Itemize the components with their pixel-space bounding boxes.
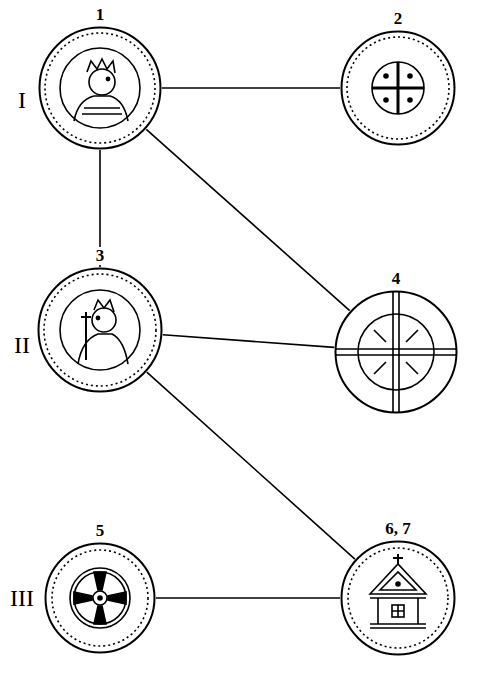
- connector-line: [163, 335, 334, 348]
- pediment: [370, 564, 426, 594]
- inner-ring: [372, 62, 424, 114]
- pellet: [98, 596, 102, 600]
- pellet: [384, 74, 388, 78]
- coin-long-cross: [336, 292, 456, 412]
- coin-rim: [336, 292, 457, 413]
- pellet: [396, 582, 400, 586]
- coin-rim: [342, 32, 455, 145]
- inner-ring: [60, 48, 140, 128]
- columns: [378, 598, 418, 624]
- bead-ring: [347, 37, 449, 139]
- coin-node: 2: [340, 30, 456, 146]
- coin-rim: [40, 28, 161, 149]
- pellet: [408, 74, 412, 78]
- callout-number: 3: [93, 247, 108, 265]
- coin-outline: [44, 542, 156, 654]
- central-panel: [392, 605, 404, 617]
- row-numeral: I: [18, 87, 26, 113]
- coin-outline: [340, 30, 456, 146]
- coin-temple: [348, 548, 448, 648]
- bead-ring: [52, 550, 148, 646]
- row-numeral: II: [14, 332, 30, 358]
- eye: [106, 77, 109, 80]
- quarter-marks: [374, 330, 418, 374]
- callout-number: 6, 7: [382, 520, 414, 538]
- row-numeral: III: [10, 585, 34, 611]
- temple-base: [370, 598, 426, 628]
- coin-rim: [46, 544, 155, 653]
- crown: [87, 59, 115, 73]
- inner-ring: [74, 572, 126, 624]
- connector-line: [162, 87, 340, 89]
- long-cross: [336, 292, 456, 412]
- temple-cross: [393, 554, 403, 564]
- crown: [94, 300, 114, 312]
- coin-node: 4: [334, 290, 458, 414]
- connector-line: [147, 372, 355, 559]
- bust: [74, 96, 128, 121]
- centre-ring: [93, 591, 107, 605]
- drapery: [82, 108, 122, 114]
- pediment-inner: [380, 572, 416, 590]
- head: [92, 308, 116, 332]
- cross-pattee: [74, 572, 126, 624]
- coin-node: 1: [38, 26, 162, 150]
- sceptre: [81, 312, 91, 360]
- coin-outline: [334, 290, 458, 414]
- panel-cross: [392, 605, 404, 617]
- inner-ring: [70, 568, 130, 628]
- coin-cross: [347, 37, 449, 139]
- pellet: [384, 98, 388, 102]
- bead-ring: [348, 548, 448, 648]
- connector-line: [146, 129, 349, 310]
- bead-ring: [45, 33, 155, 143]
- coin-cross: [52, 550, 148, 646]
- coin-rim: [342, 542, 455, 655]
- eye: [96, 316, 99, 319]
- coin-node: 5: [44, 542, 156, 654]
- inner-ring: [358, 314, 434, 390]
- coin-node: 3: [37, 267, 163, 393]
- callout-number: 4: [389, 270, 404, 288]
- pellet: [408, 98, 412, 102]
- coin-outline: [340, 540, 456, 656]
- coin-node: 6, 7: [340, 540, 456, 656]
- callout-number: 2: [391, 10, 406, 28]
- head: [89, 69, 115, 95]
- coin-rim: [39, 269, 162, 392]
- callout-number: 1: [93, 6, 108, 24]
- coin-outline: [38, 26, 162, 150]
- coin-outline: [37, 267, 163, 393]
- coin-bust: [44, 274, 156, 386]
- inner-ring: [60, 290, 140, 370]
- connector-line: [156, 597, 340, 599]
- coin-bust: [45, 33, 155, 143]
- cross: [372, 62, 424, 114]
- callout-number: 5: [93, 522, 108, 540]
- bead-ring: [44, 274, 156, 386]
